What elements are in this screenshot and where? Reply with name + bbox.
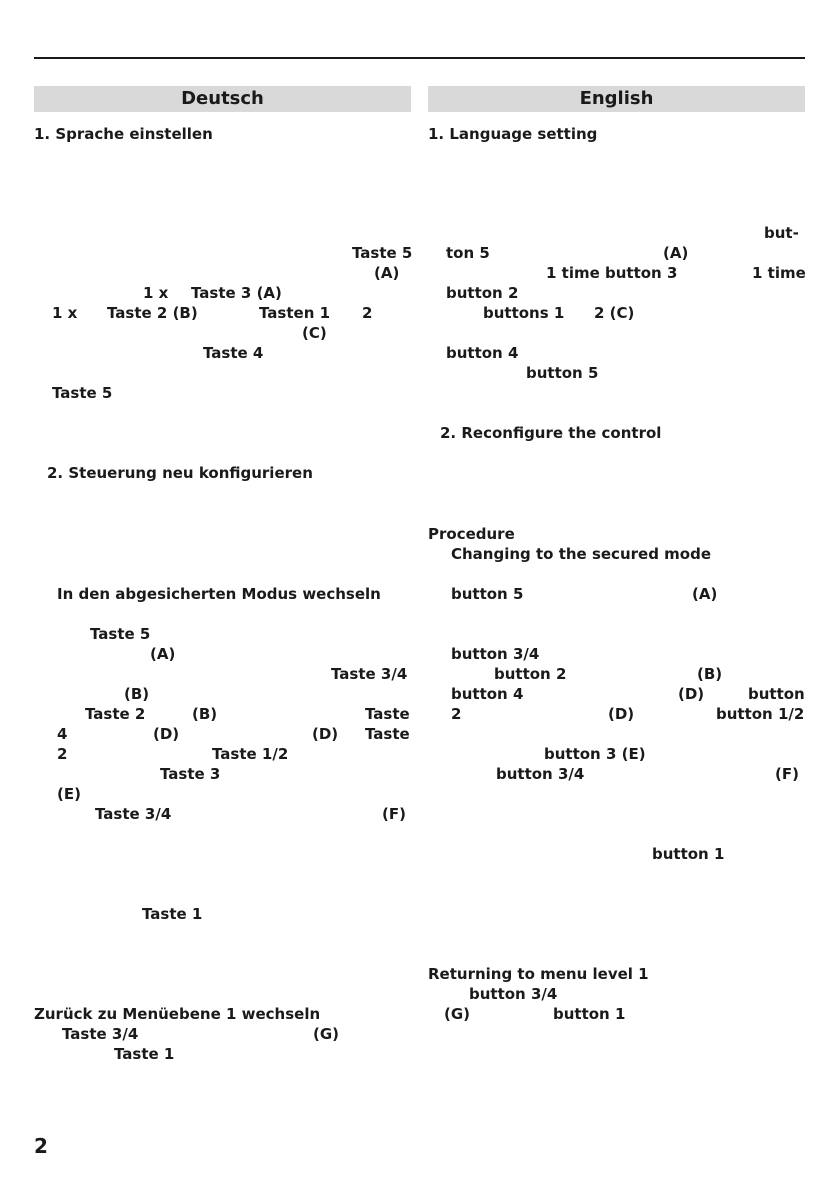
text-fragment: (C) xyxy=(302,324,327,342)
page-number: 2 xyxy=(34,1134,48,1158)
text-fragment: button 2 xyxy=(446,284,519,302)
text-fragment: (D) xyxy=(608,705,635,723)
top-rule xyxy=(34,57,805,59)
text-fragment: button 3/4 xyxy=(451,645,540,663)
text-fragment: button 1 xyxy=(553,1005,626,1023)
text-fragment: Taste xyxy=(365,705,410,723)
text-fragment: (B) xyxy=(124,685,150,703)
text-fragment: button 2 xyxy=(494,665,567,683)
text-fragment: button 4 xyxy=(451,685,524,703)
text-fragment: 2 (C) xyxy=(594,304,635,322)
text-fragment: 4 xyxy=(57,725,68,743)
text-fragment: (A) xyxy=(663,244,689,262)
text-fragment: button 5 xyxy=(526,364,599,382)
text-fragment: (A) xyxy=(150,645,176,663)
text-fragment: (G) xyxy=(444,1005,471,1023)
column-header-english: English xyxy=(428,86,805,112)
section-heading-reconfigure: 2. Reconfigure the control xyxy=(440,424,662,442)
text-fragment: (F) xyxy=(775,765,799,783)
text-fragment: Taste 1/2 xyxy=(212,745,289,763)
text-fragment: (A) xyxy=(692,585,718,603)
text-fragment: button 3 (E) xyxy=(544,745,646,763)
text-fragment: Taste 5 xyxy=(352,244,413,262)
text-fragment: 1 time xyxy=(752,264,806,282)
text-fragment: (D) xyxy=(678,685,705,703)
text-fragment: Taste 2 xyxy=(85,705,146,723)
text-fragment: (A) xyxy=(374,264,400,282)
text-fragment: Taste 5 xyxy=(90,625,151,643)
text-fragment: ton 5 xyxy=(446,244,490,262)
text-fragment: (G) xyxy=(313,1025,340,1043)
text-fragment: (F) xyxy=(382,805,406,823)
text-fragment: (D) xyxy=(153,725,180,743)
text-fragment: Taste 5 xyxy=(52,384,113,402)
section-heading-konfigurieren: 2. Steuerung neu konfigurieren xyxy=(47,464,313,482)
text-fragment: Taste 3/4 xyxy=(95,805,172,823)
text-fragment: Taste 3/4 xyxy=(62,1025,139,1043)
section-heading-language: 1. Language setting xyxy=(428,125,598,143)
text-fragment: button 4 xyxy=(446,344,519,362)
text-fragment: Taste 3 (A) xyxy=(191,284,282,302)
text-fragment: button 3/4 xyxy=(496,765,585,783)
text-fragment: Taste 3 xyxy=(160,765,221,783)
text-fragment: Taste xyxy=(365,725,410,743)
subheading-secured-mode-en: Changing to the secured mode xyxy=(451,545,711,563)
text-fragment: 1 time button 3 xyxy=(546,264,678,282)
text-fragment: Tasten 1 xyxy=(259,304,331,322)
text-fragment: button 3/4 xyxy=(469,985,558,1003)
text-fragment: button 1 xyxy=(652,845,725,863)
column-header-deutsch: Deutsch xyxy=(34,86,411,112)
text-fragment: (B) xyxy=(697,665,723,683)
section-heading-sprache: 1. Sprache einstellen xyxy=(34,125,213,143)
subheading-returning: Returning to menu level 1 xyxy=(428,965,649,983)
text-fragment: button 5 xyxy=(451,585,524,603)
text-fragment: 1 x xyxy=(52,304,78,322)
text-fragment: (D) xyxy=(312,725,339,743)
text-fragment: buttons 1 xyxy=(483,304,565,322)
text-fragment: Taste 3/4 xyxy=(331,665,408,683)
text-fragment: Taste 1 xyxy=(114,1045,175,1063)
text-fragment: 2 xyxy=(451,705,462,723)
text-fragment: Taste 4 xyxy=(203,344,264,362)
text-fragment: 2 xyxy=(362,304,373,322)
subheading-secured-mode: In den abgesicherten Modus wechseln xyxy=(57,585,381,603)
text-fragment: button 1/2 xyxy=(716,705,805,723)
text-fragment: Taste 1 xyxy=(142,905,203,923)
text-fragment: 1 x xyxy=(143,284,169,302)
text-fragment: (E) xyxy=(57,785,81,803)
text-fragment: 2 xyxy=(57,745,68,763)
text-fragment: (B) xyxy=(192,705,218,723)
text-fragment: but- xyxy=(764,224,799,242)
text-fragment: button xyxy=(748,685,805,703)
text-fragment: Taste 2 (B) xyxy=(107,304,198,322)
subheading-back-to-menu: Zurück zu Menüebene 1 wechseln xyxy=(34,1005,321,1023)
subheading-procedure: Procedure xyxy=(428,525,515,543)
